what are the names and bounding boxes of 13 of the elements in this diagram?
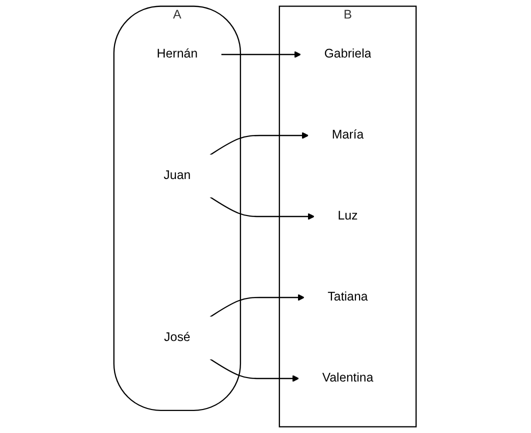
arrow [210,358,300,382]
node-text: Juan [164,168,192,182]
node-text: Luz [338,209,358,223]
node-text: Tatiana [328,290,368,304]
arrow [221,51,302,58]
node-text: María [332,128,364,142]
node-text: José [164,330,191,344]
node-text: Hernán [157,48,198,61]
node-text: Gabriela [324,48,372,61]
arrow [210,294,306,318]
node-text: Valentina [322,371,374,385]
arrow [210,196,316,220]
arrow [210,132,310,156]
